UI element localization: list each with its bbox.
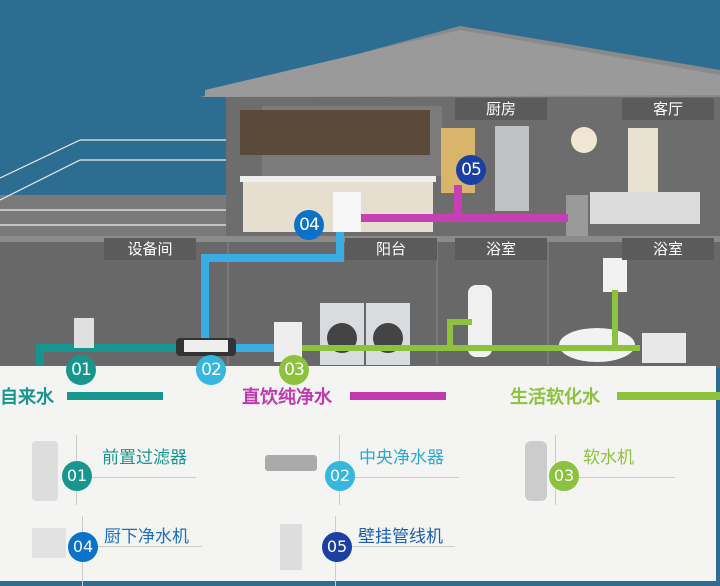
under-sink-purifier-icon (32, 528, 66, 558)
product-under-sink-purifier: 04 厨下净水机 (32, 516, 232, 586)
balcony-floor (0, 195, 226, 240)
room-label-living-room: 客厅 (622, 98, 714, 120)
product-softener: 03 软水机 (525, 435, 720, 505)
house-illustration (0, 26, 720, 368)
toilet (468, 285, 492, 357)
sofa (590, 192, 700, 224)
water-heater (603, 258, 627, 292)
room-label-kitchen: 厨房 (455, 98, 547, 120)
front-filter-icon (32, 441, 58, 501)
wall-dispenser-icon (280, 524, 302, 570)
room-label-bathroom-2: 浴室 (622, 238, 714, 260)
front-filter (74, 318, 94, 348)
badge-04: 04 (294, 210, 324, 240)
room-label-bathroom-1: 浴室 (455, 238, 547, 260)
under-sink-purifier (333, 192, 361, 232)
legend-tap-water-bar (67, 392, 163, 400)
room-label-equipment-room: 设备间 (104, 238, 196, 260)
badge-03: 03 (279, 355, 309, 385)
product-wall-dispenser: 05 壁挂管线机 (280, 516, 480, 586)
legend-panel (0, 366, 716, 581)
badge-01: 01 (66, 355, 96, 385)
refrigerator (495, 126, 529, 211)
softener-icon (525, 441, 547, 501)
room-label-balcony: 阳台 (345, 238, 437, 260)
product-central-purifier: 02 中央净水器 (265, 435, 465, 505)
legend-pure-water: 直饮纯净水 (242, 387, 332, 408)
legend-pure-water-bar (350, 392, 446, 400)
legend-soft-water-bar (617, 392, 720, 400)
tap-water-pipe (36, 344, 195, 368)
clock (571, 127, 597, 153)
central-purifier-icon (265, 455, 317, 471)
legend-tap-water: 自来水 (0, 387, 54, 408)
badge-05: 05 (456, 155, 486, 185)
badge-02: 02 (196, 355, 226, 385)
soft-water-pipe (300, 290, 640, 351)
product-front-filter: 01 前置过滤器 (32, 435, 232, 505)
legend-soft-water: 生活软化水 (510, 387, 600, 408)
pure-water-pipe-purple (350, 185, 568, 222)
